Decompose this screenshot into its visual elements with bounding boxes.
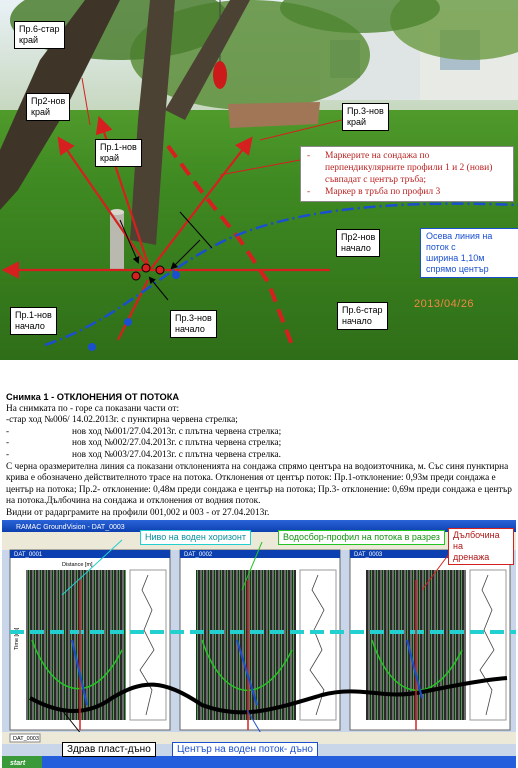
panel-1-axis-time: Time [ns] [14, 627, 20, 650]
caption-item-1-text: нов ход №001/27.04.2013г. с плътна черве… [72, 426, 282, 437]
photo-drawing [0, 0, 518, 360]
label-water-level: Ниво на воден хоризонт [140, 530, 251, 545]
drill-notes: - Маркерите на сондажа по перпендикулярн… [300, 146, 514, 202]
radargram-screenshot: RAMAC GroundVision - DAT_0003 DAT_0001 D… [2, 520, 516, 768]
caption-item-3-dash: - [6, 449, 10, 460]
panel-1-title: DAT_0001 [14, 552, 43, 558]
panel-3-title: DAT_0003 [354, 552, 383, 558]
panel-3: DAT_0003 [349, 549, 511, 731]
bottom-tab[interactable]: DAT_0003 [13, 736, 39, 742]
caption-item-2-dash: - [6, 438, 10, 449]
drill-note-1: - Маркерите на сондажа по перпендикулярн… [307, 150, 507, 186]
drill-note-2: - Маркер в тръба по профил 3 [307, 187, 441, 197]
caption-old-run: -стар ход №006/ 14.02.2013г. с пунктирна… [6, 415, 238, 426]
drill-note-1-text: Маркерите на сондажа по перпендикулярнит… [325, 151, 493, 185]
label-healthy-layer: Здрав пласт-дъно [62, 742, 156, 757]
panel-2: DAT_0002 [179, 549, 341, 731]
panel-2-title: DAT_0002 [184, 552, 213, 558]
panel-1-axis-distance: Distance [m] [62, 562, 93, 568]
caption-item-1-dash: - [6, 426, 10, 437]
caption-item-2: - нов ход №002/27.04.2013г. с плътна чер… [6, 438, 512, 450]
caption-item-2-text: нов ход №002/27.04.2013г. с плътна черве… [72, 438, 282, 449]
photo-caption: Снимка 1 - ОТКЛОНЕНИЯ ОТ ПОТОКА На снимк… [6, 392, 512, 520]
start-button[interactable]: start [10, 760, 26, 767]
drill-note-2-text: Маркер в тръба по профил 3 [325, 187, 441, 197]
caption-intro: На снимката по - горе са показани части … [6, 403, 180, 414]
window-title: RAMAC GroundVision - DAT_0003 [16, 524, 125, 531]
caption-item-3-text: нов ход №003/27.04.2013г. с плътна черве… [72, 449, 281, 460]
caption-body: С черна оразмерителна линия са показани … [6, 461, 512, 507]
caption-item-3: - нов ход №003/27.04.2013г. с плътна чер… [6, 450, 512, 462]
caption-item-1: - нов ход №001/27.04.2013г. с плътна чер… [6, 427, 512, 439]
label-catchment: Водосбор-профил на потока в разрез [278, 530, 445, 545]
panel-1: DAT_0001 Distance [m] Time [ns] [9, 549, 171, 731]
caption-title: Снимка 1 - ОТКЛОНЕНИЯ ОТ ПОТОКА [6, 392, 180, 402]
photo-date-stamp: 2013/04/26 [414, 298, 475, 310]
caption-footer: Видни от радарграмите на профили 001,002… [6, 507, 270, 518]
label-stream-center: Център на воден поток- дъно [172, 742, 318, 757]
radargram-drawing: RAMAC GroundVision - DAT_0003 DAT_0001 D… [2, 520, 516, 768]
